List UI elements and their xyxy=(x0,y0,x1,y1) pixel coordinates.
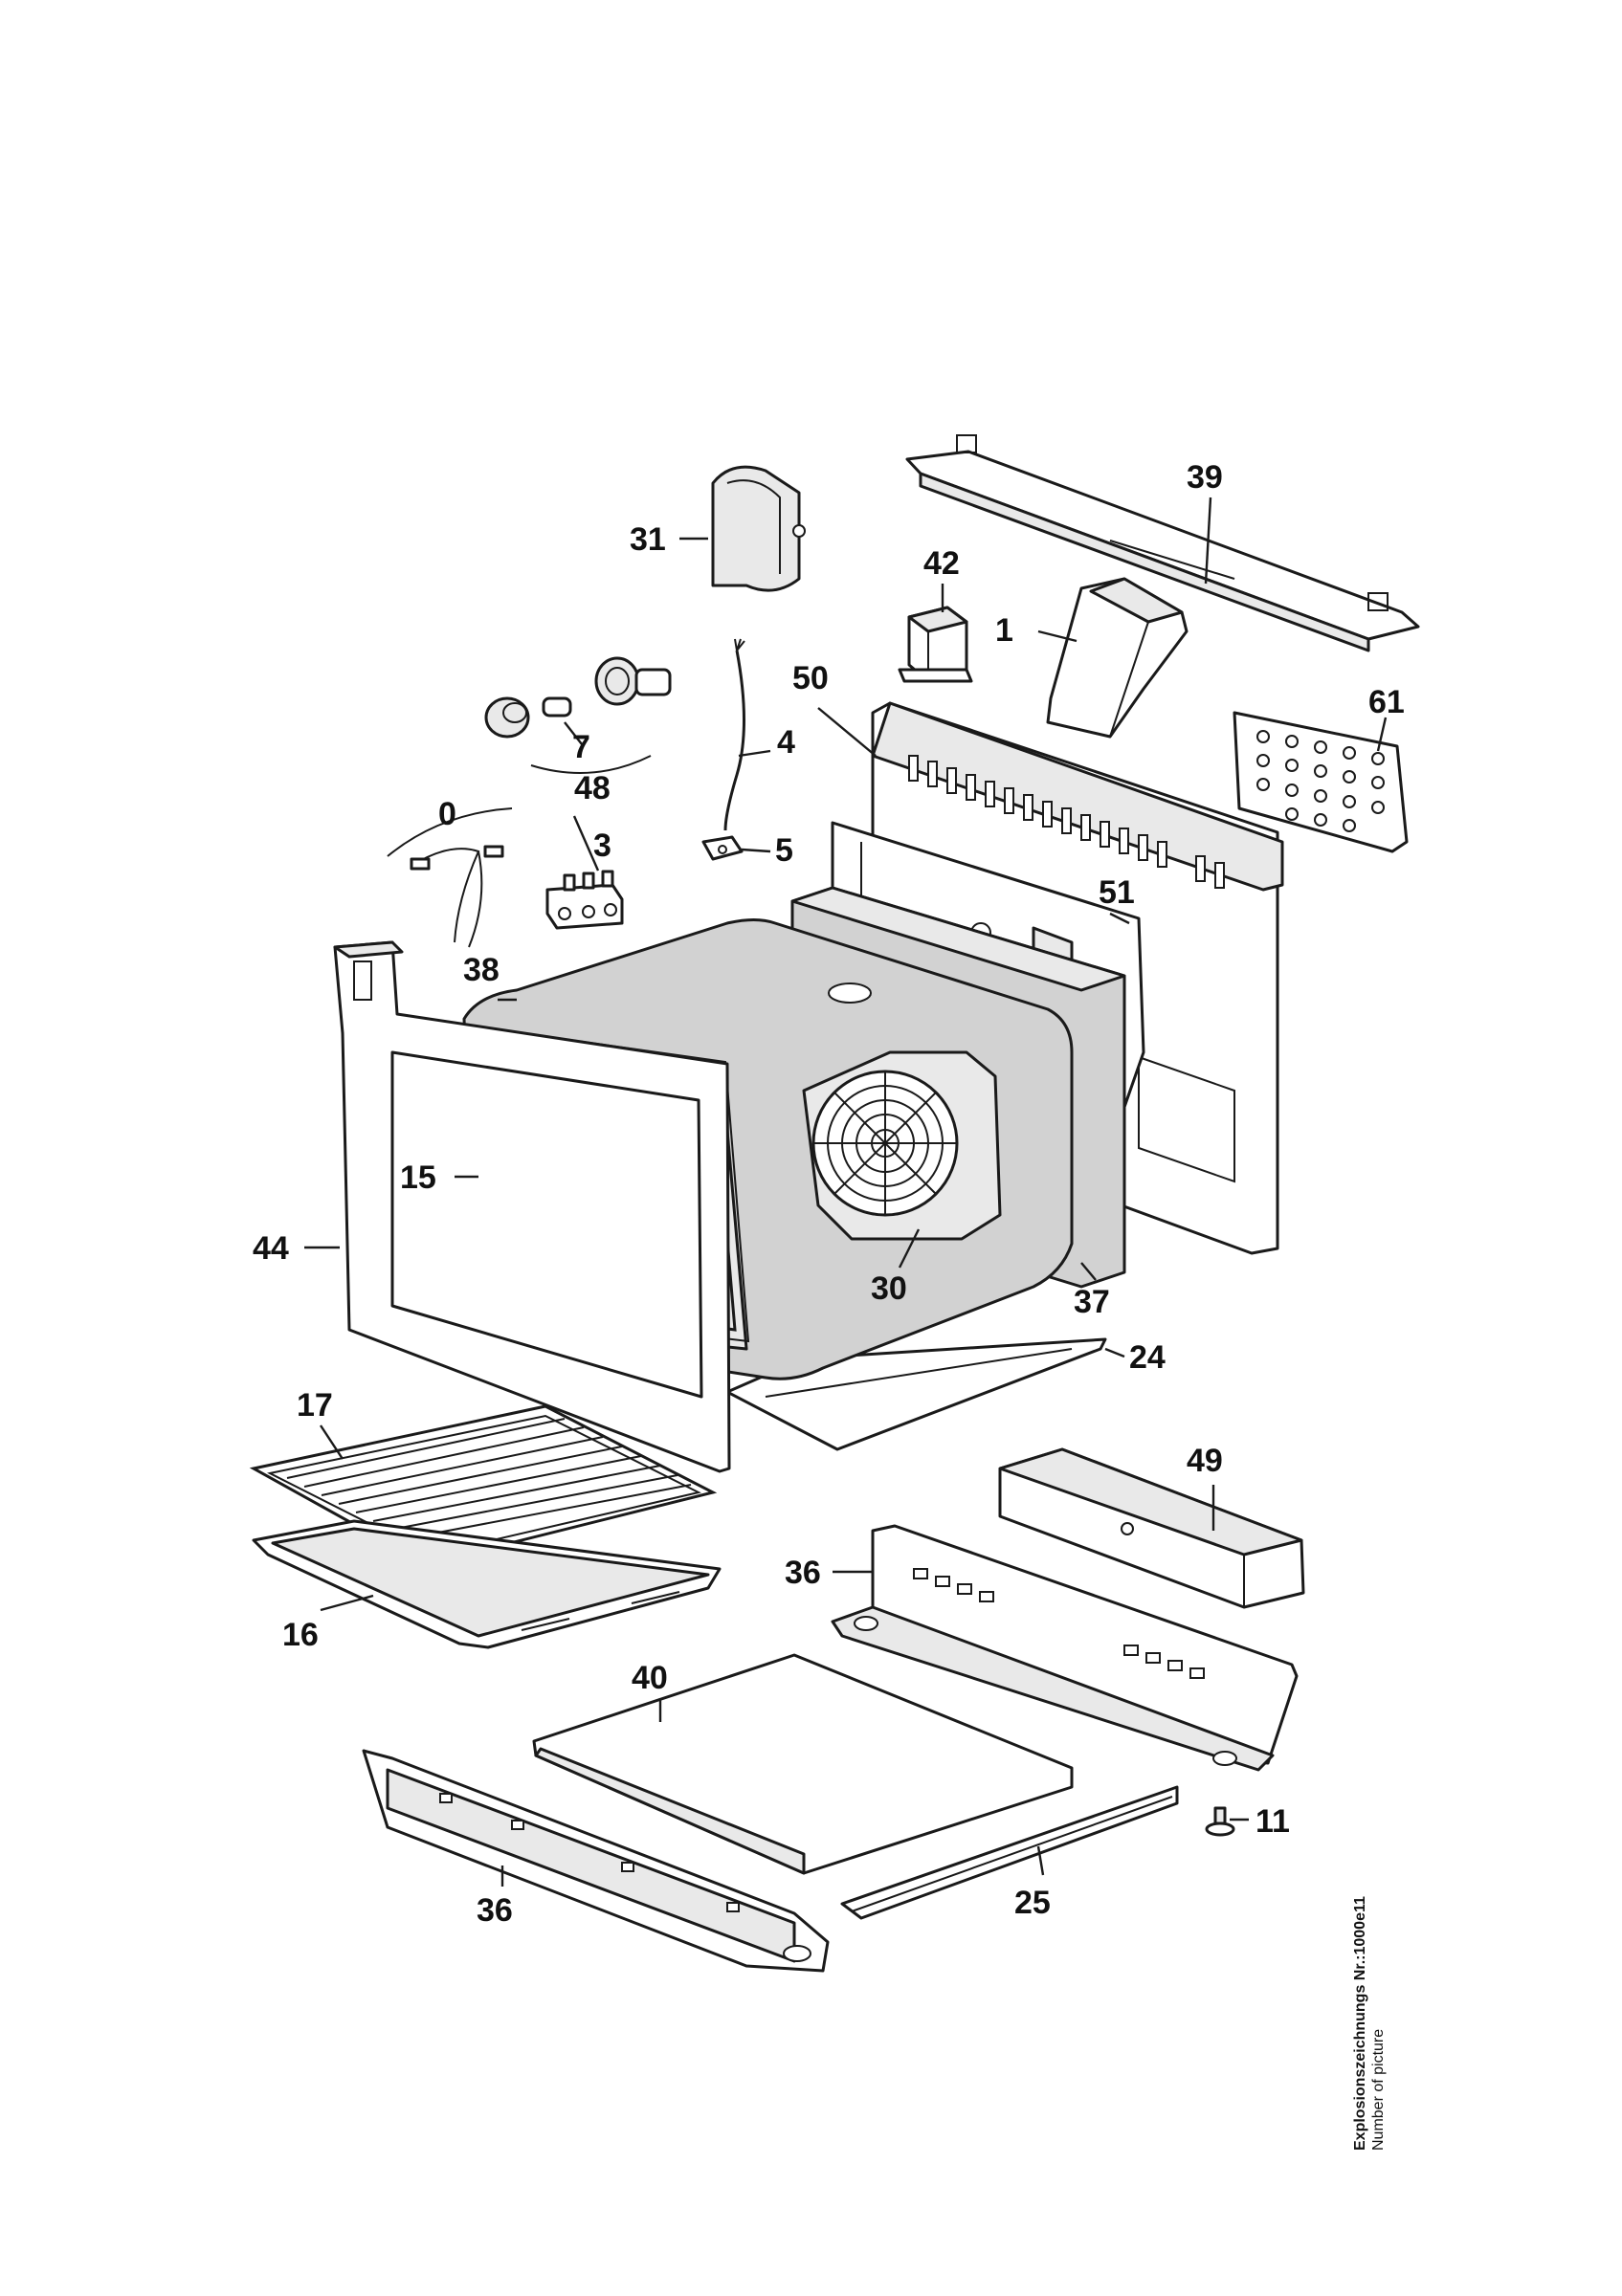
callout-5: 5 xyxy=(775,832,793,869)
callout-0: 0 xyxy=(438,796,456,832)
callout-1: 1 xyxy=(995,612,1013,649)
callout-7: 7 xyxy=(572,729,590,765)
callout-11: 11 xyxy=(1255,1803,1290,1840)
callout-25: 25 xyxy=(1014,1885,1051,1921)
callout-40: 40 xyxy=(632,1660,668,1696)
callout-17: 17 xyxy=(297,1387,333,1424)
callout-61: 61 xyxy=(1368,684,1405,720)
part-bottom-plate xyxy=(532,1653,1074,1875)
callout-39: 39 xyxy=(1187,459,1223,496)
part-cable xyxy=(723,638,745,831)
callout-51: 51 xyxy=(1099,874,1135,911)
caption-drawing-number: Explosionszeichnungs Nr.:1000e11 xyxy=(1352,1896,1368,2151)
callout-labels: 31 39 42 1 50 61 7 48 4 0 3 5 51 38 15 4… xyxy=(253,459,1405,1929)
callout-30: 30 xyxy=(871,1270,907,1307)
caption-number-of-picture: Number of picture xyxy=(1370,2028,1387,2151)
callout-50: 50 xyxy=(792,660,829,696)
part-screw xyxy=(1205,1806,1235,1837)
part-side-rail-lower xyxy=(362,1749,830,1973)
part-top-rail xyxy=(905,434,1420,652)
part-rear-bracket xyxy=(711,465,806,592)
callout-48: 48 xyxy=(574,770,611,806)
callout-42: 42 xyxy=(923,545,960,582)
callout-31: 31 xyxy=(630,521,666,558)
part-bar-block xyxy=(998,1447,1305,1609)
callout-36-upper: 36 xyxy=(785,1555,821,1591)
part-baking-tray xyxy=(252,1519,722,1649)
leader-lines xyxy=(304,497,1388,1887)
part-front-frame xyxy=(333,940,731,1473)
callout-36-lower: 36 xyxy=(477,1892,513,1929)
callout-24: 24 xyxy=(1129,1339,1166,1376)
picture-number-caption: Explosionszeichnungs Nr.:1000e11 Number … xyxy=(1351,1896,1388,2151)
part-small-box xyxy=(898,606,973,683)
part-fan-housing xyxy=(802,1050,1002,1241)
callout-4: 4 xyxy=(777,724,795,761)
perforation-holes xyxy=(1256,730,1385,832)
part-oven-rack xyxy=(249,1404,718,1566)
callout-16: 16 xyxy=(282,1617,319,1653)
ventilation-slots xyxy=(908,755,1225,889)
callout-44: 44 xyxy=(253,1230,289,1267)
part-angled-cover xyxy=(1046,577,1189,739)
part-lamp-assembly xyxy=(484,656,672,774)
part-side-rail-upper xyxy=(831,1524,1299,1772)
part-front-strip xyxy=(840,1785,1179,1920)
callout-37: 37 xyxy=(1074,1284,1110,1320)
part-terminal-block xyxy=(545,870,624,930)
callout-15: 15 xyxy=(400,1159,436,1196)
callout-49: 49 xyxy=(1187,1443,1223,1479)
part-clip xyxy=(701,835,744,861)
callout-3: 3 xyxy=(593,828,611,864)
part-perforated-plate xyxy=(1233,711,1409,853)
callout-38: 38 xyxy=(463,952,500,988)
part-wiring-harness xyxy=(387,807,513,948)
